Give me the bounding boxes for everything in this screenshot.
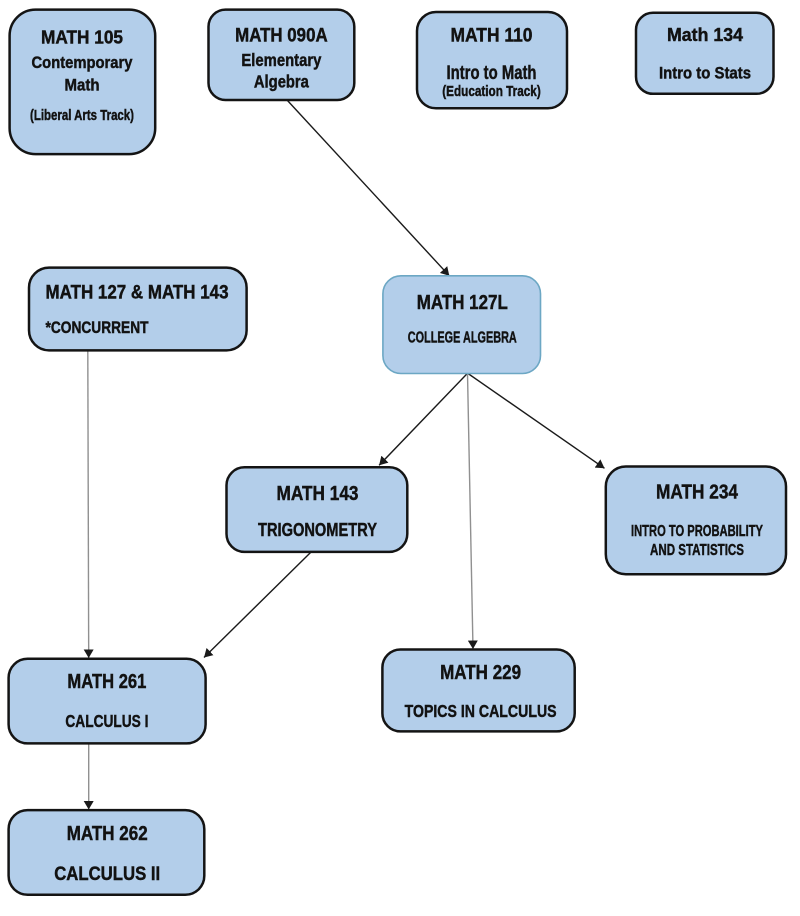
svg-text:TOPICS IN CALCULUS: TOPICS IN CALCULUS bbox=[405, 701, 557, 721]
svg-text:MATH 261: MATH 261 bbox=[67, 671, 146, 693]
svg-text:MATH 105: MATH 105 bbox=[41, 28, 123, 48]
svg-text:Intro to Math: Intro to Math bbox=[447, 63, 537, 84]
svg-text:MATH 127L: MATH 127L bbox=[417, 292, 508, 314]
svg-text:MATH 127 & MATH 143: MATH 127 & MATH 143 bbox=[46, 283, 229, 304]
svg-text:CALCULUS I: CALCULUS I bbox=[65, 711, 148, 731]
svg-text:MATH 143: MATH 143 bbox=[277, 483, 359, 505]
svg-text:AND STATISTICS: AND STATISTICS bbox=[650, 542, 744, 559]
svg-text:TRIGONOMETRY: TRIGONOMETRY bbox=[258, 520, 377, 540]
svg-text:COLLEGE ALGEBRA: COLLEGE ALGEBRA bbox=[408, 330, 517, 347]
svg-text:(Education Track): (Education Track) bbox=[442, 83, 541, 100]
svg-text:INTRO TO PROBABILITY: INTRO TO PROBABILITY bbox=[631, 523, 763, 540]
svg-text:Algebra: Algebra bbox=[254, 72, 309, 92]
svg-text:MATH 090A: MATH 090A bbox=[235, 26, 328, 47]
svg-text:(Liberal Arts Track): (Liberal Arts Track) bbox=[30, 108, 134, 124]
svg-text:CALCULUS II: CALCULUS II bbox=[54, 864, 160, 885]
svg-text:*CONCURRENT: *CONCURRENT bbox=[46, 319, 149, 337]
svg-text:MATH 262: MATH 262 bbox=[67, 823, 148, 845]
svg-text:Intro to Stats: Intro to Stats bbox=[659, 63, 751, 82]
svg-text:Contemporary: Contemporary bbox=[32, 53, 133, 72]
svg-text:MATH 110: MATH 110 bbox=[451, 25, 533, 47]
svg-text:Elementary: Elementary bbox=[241, 50, 321, 70]
svg-text:MATH 234: MATH 234 bbox=[656, 482, 739, 504]
svg-text:MATH 229: MATH 229 bbox=[440, 662, 521, 684]
svg-text:Math 134: Math 134 bbox=[667, 24, 744, 45]
svg-text:Math: Math bbox=[65, 76, 100, 95]
